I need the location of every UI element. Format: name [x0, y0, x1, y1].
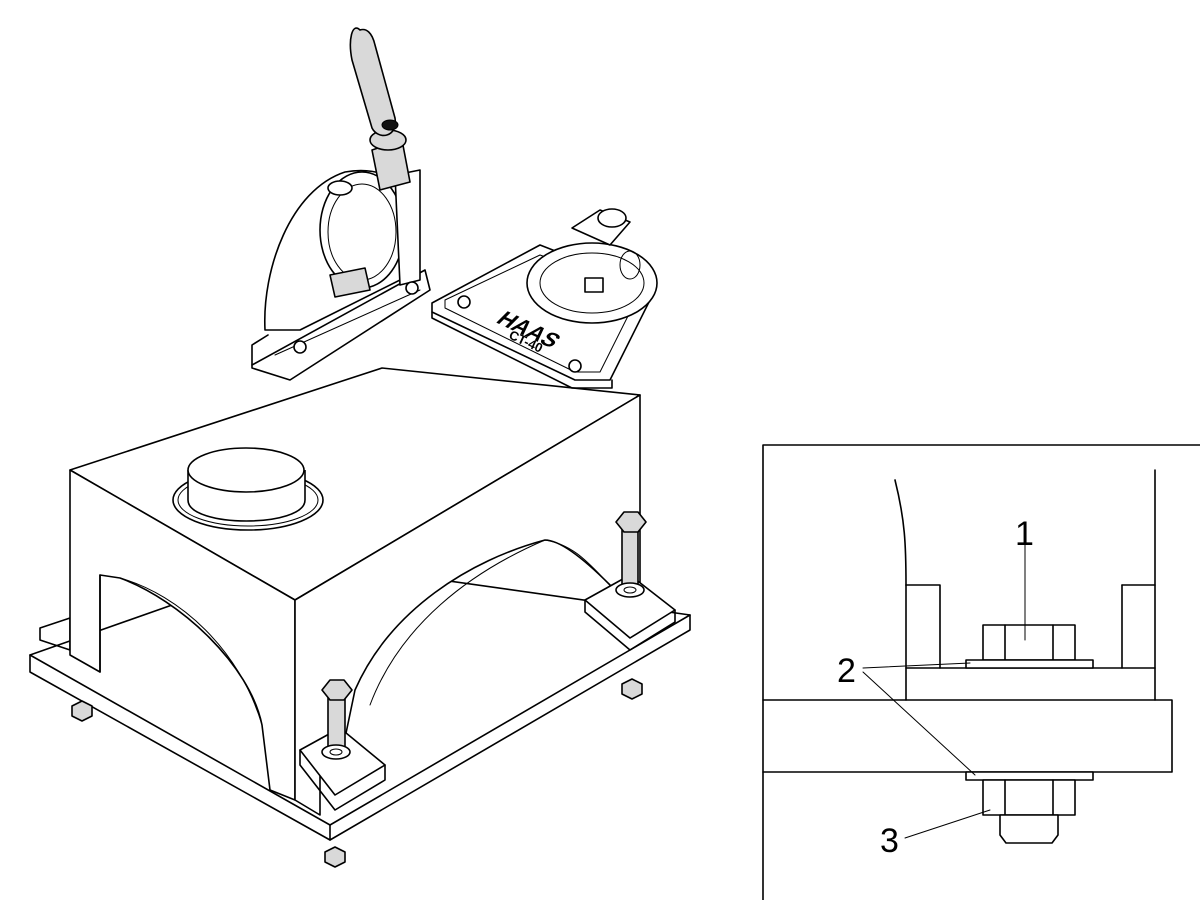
callout-2-leader-top [862, 662, 971, 669]
fixture-assembly: HAAS CT-40 [29, 27, 691, 868]
ct40-clamp: HAAS CT-40 [431, 208, 658, 389]
callout-3-leader [904, 809, 991, 839]
front-bracket [299, 679, 386, 811]
bolt-head-icon [982, 624, 1076, 661]
nut-icon [982, 779, 1076, 844]
housing-block [69, 367, 641, 816]
callout-label-3: 3 [880, 822, 899, 860]
washer-icon [965, 659, 1094, 781]
callout-label-1: 1 [1015, 515, 1034, 553]
right-bracket [584, 511, 676, 651]
upright-clamp [251, 27, 431, 381]
detail-view: 1 2 3 [762, 444, 1200, 900]
callout-label-2: 2 [837, 652, 856, 690]
callout-2-leader-bottom [862, 671, 976, 776]
